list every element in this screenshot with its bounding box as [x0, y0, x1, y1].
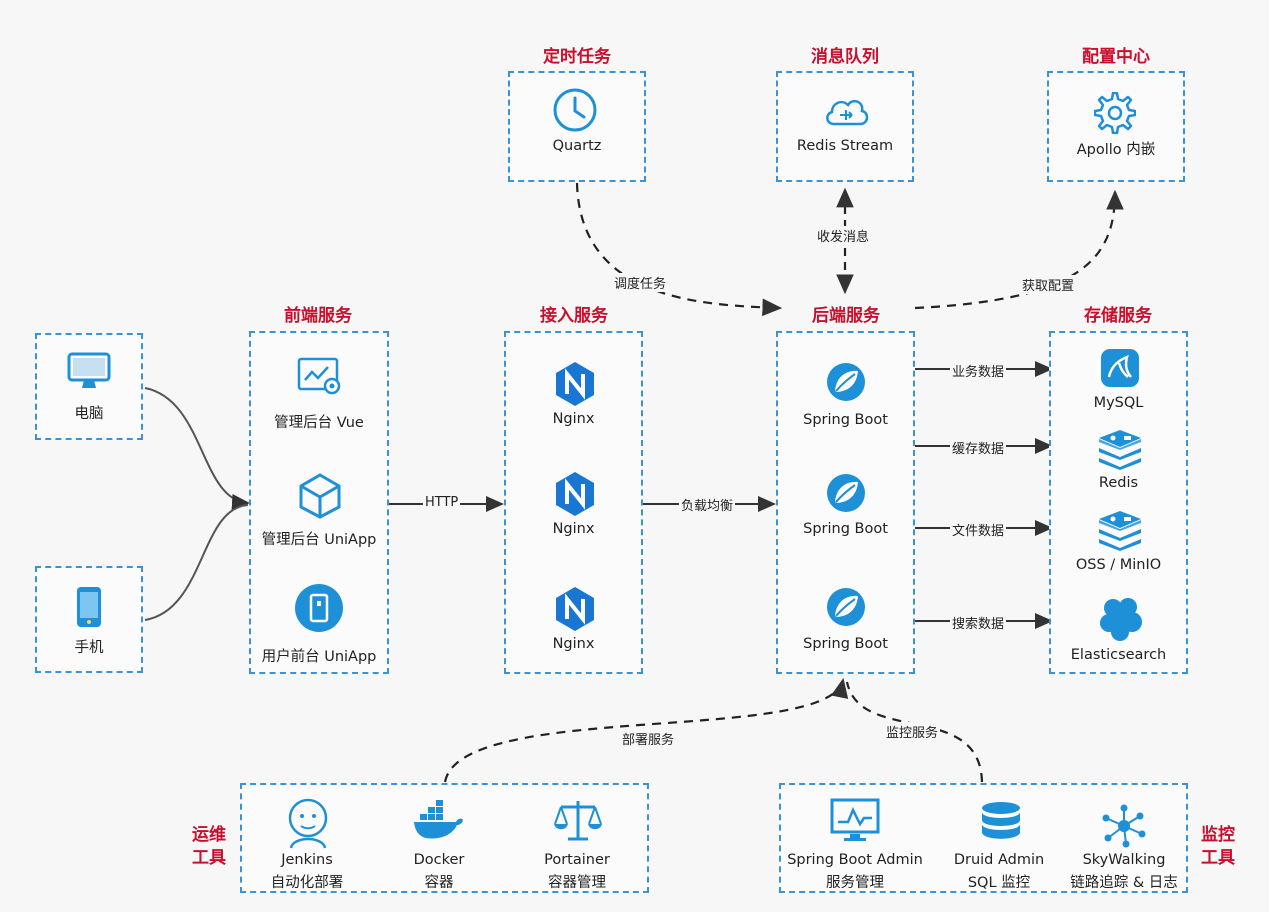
title-monitor-2: 工具 [1201, 848, 1235, 868]
title-gateway: 接入服务 [540, 306, 608, 326]
phone-label: 手机 [74, 640, 104, 656]
druid-desc: SQL 监控 [967, 875, 1031, 891]
nginx-icon [556, 362, 594, 406]
title-devops-1: 运维 [192, 825, 226, 845]
portainer-desc: 容器管理 [548, 875, 606, 891]
redis-icon [1099, 430, 1141, 470]
edge-label-file: 文件数据 [950, 520, 1007, 539]
quartz-box [508, 71, 646, 182]
edge-label-biz: 业务数据 [950, 361, 1007, 380]
phone-icon [77, 587, 101, 627]
user-uniapp-label: 用户前台 UniApp [261, 649, 377, 665]
redis-stream-label: Redis Stream [796, 138, 894, 154]
mysql-icon [1101, 349, 1139, 387]
portainer-label: Portainer [544, 852, 610, 868]
edge-label-monitor: 监控服务 [884, 722, 941, 741]
edge-pc-frontend [144, 387, 250, 510]
admin-vue-label: 管理后台 Vue [274, 415, 364, 431]
edge-config [914, 189, 1124, 310]
spring-boot-1-label: Spring Boot [803, 412, 888, 428]
cloud-icon [826, 99, 869, 126]
edge-monitor [845, 681, 984, 783]
database-icon [982, 802, 1020, 839]
apollo-label: Apollo 内嵌 [1076, 142, 1156, 158]
gear-icon [1094, 92, 1136, 134]
jenkins-desc: 自动化部署 [270, 875, 344, 891]
docker-label: Docker [413, 852, 465, 868]
redis-stream-box [776, 71, 914, 182]
sba-desc: 服务管理 [826, 875, 884, 891]
nginx-3-label: Nginx [552, 636, 595, 652]
title-storage: 存储服务 [1084, 306, 1152, 326]
monitor-screen-icon [830, 798, 880, 841]
admin-dashboard-icon [297, 357, 341, 395]
apollo-box [1047, 71, 1185, 182]
clock-icon [553, 88, 597, 132]
nginx-icon [556, 587, 594, 631]
nginx-icon [556, 472, 594, 516]
nginx-2-label: Nginx [552, 521, 595, 537]
title-devops-2: 工具 [192, 848, 226, 868]
spring-leaf-icon [827, 363, 865, 401]
edge-phone-frontend [144, 504, 249, 621]
admin-uniapp-label: 管理后台 UniApp [261, 532, 377, 548]
mysql-label: MySQL [1093, 395, 1144, 411]
jenkins-label: Jenkins [281, 852, 333, 868]
edge-label-http: HTTP [423, 495, 461, 510]
druid-label: Druid Admin [953, 852, 1045, 868]
title-config: 配置中心 [1082, 47, 1150, 67]
redis-label: Redis [1098, 475, 1139, 491]
oss-icon [1099, 511, 1141, 551]
docker-desc: 容器 [424, 875, 454, 891]
title-frontend: 前端服务 [284, 306, 352, 326]
spring-boot-2-label: Spring Boot [803, 521, 888, 537]
edge-label-search: 搜索数据 [950, 613, 1007, 632]
edge-label-lb: 负载均衡 [679, 495, 736, 514]
elasticsearch-label: Elasticsearch [1070, 647, 1167, 663]
title-backend: 后端服务 [812, 306, 880, 326]
title-monitor-1: 监控 [1201, 825, 1235, 845]
elasticsearch-icon [1100, 598, 1142, 641]
sba-label: Spring Boot Admin [787, 852, 923, 868]
cube-icon [299, 473, 341, 519]
edge-label-deploy: 部署服务 [620, 729, 677, 748]
docker-icon [414, 800, 463, 839]
title-mq: 消息队列 [811, 47, 879, 67]
edge-label-schedule: 调度任务 [612, 273, 669, 292]
skywalking-label: SkyWalking [1082, 852, 1166, 868]
quartz-label: Quartz [552, 138, 602, 154]
mobile-app-icon [295, 584, 343, 632]
skywalking-desc: 链路追踪 & 日志 [1070, 875, 1178, 891]
scale-icon [554, 801, 602, 841]
edge-label-config: 获取配置 [1020, 275, 1077, 294]
title-scheduled: 定时任务 [543, 47, 611, 67]
edge-schedule [575, 182, 783, 317]
desktop-icon [67, 352, 111, 388]
spring-leaf-icon [827, 588, 865, 626]
edge-label-msg: 收发消息 [815, 226, 872, 245]
jenkins-icon [288, 798, 328, 849]
oss-label: OSS / MinIO [1075, 557, 1162, 573]
nginx-1-label: Nginx [552, 411, 595, 427]
pc-label: 电脑 [74, 406, 104, 422]
spring-boot-3-label: Spring Boot [803, 636, 888, 652]
edge-label-cache: 缓存数据 [950, 438, 1007, 457]
network-graph-icon [1102, 804, 1146, 848]
spring-leaf-icon [827, 474, 865, 512]
edge-deploy [443, 677, 849, 783]
